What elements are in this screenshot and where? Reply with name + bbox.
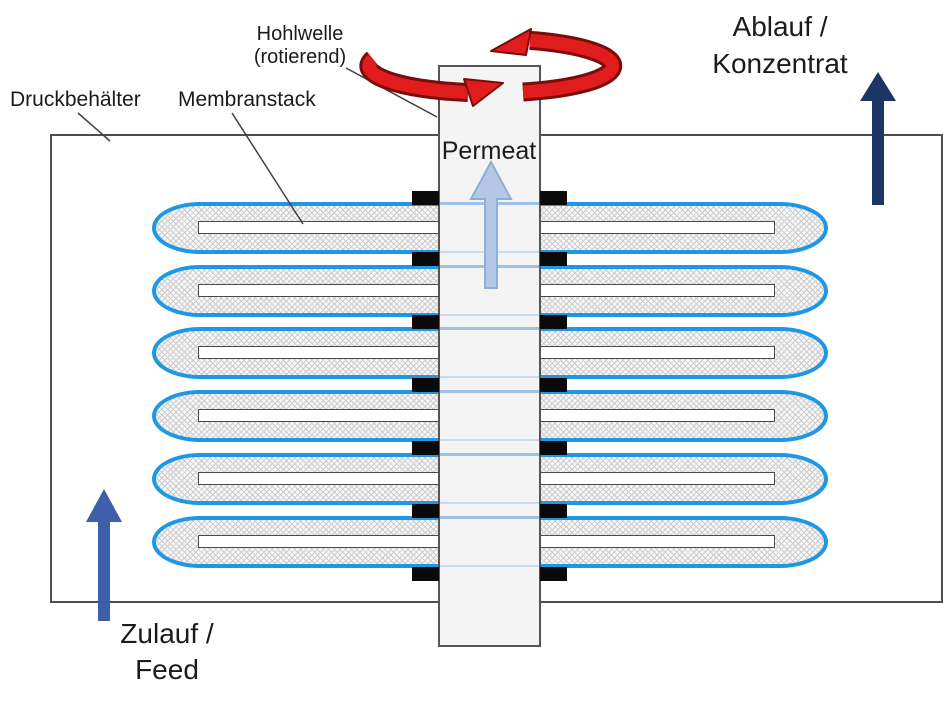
shaft-clamp (412, 252, 439, 266)
label-hollow-shaft: Hohlwelle (rotierend) (220, 23, 380, 69)
shaft-clamp (412, 441, 439, 455)
label-feed-line1: Zulauf / (120, 618, 214, 649)
label-membrane-stack: Membranstack (178, 88, 316, 111)
rotation-arrowhead-back (490, 28, 532, 56)
label-pressure-vessel: Druckbehälter (10, 88, 141, 111)
label-outlet-line1: Ablauf / (732, 11, 828, 42)
shaft-clamp (540, 252, 567, 266)
shaft-clamp (540, 504, 567, 518)
label-outlet-concentrate: Ablauf / Konzentrat (695, 8, 865, 82)
shaft-clamp (540, 191, 567, 205)
disk-edge-through-shaft (440, 376, 539, 378)
disk-edge-through-shaft (440, 390, 539, 393)
disk-edge-through-shaft (440, 202, 539, 205)
label-hollow-shaft-line2: (rotierend) (253, 46, 347, 68)
label-hollow-shaft-line1: Hohlwelle (256, 23, 344, 45)
shaft-clamp (540, 315, 567, 329)
label-feed-inlet: Zulauf / Feed (82, 616, 252, 688)
disk-edge-through-shaft (440, 565, 539, 567)
disk-edge-through-shaft (440, 502, 539, 504)
disk-edge-through-shaft (440, 439, 539, 441)
shaft-clamp (412, 315, 439, 329)
disk-edge-through-shaft (440, 327, 539, 330)
shaft-clamp (540, 441, 567, 455)
shaft-clamp (540, 378, 567, 392)
label-feed-line2: Feed (135, 654, 199, 685)
shaft-clamp (412, 378, 439, 392)
shaft-clamp (412, 567, 439, 581)
disk-edge-through-shaft (440, 265, 539, 268)
leader-line-hohlwelle (345, 67, 438, 118)
shaft-clamp (412, 504, 439, 518)
label-permeate: Permeat (441, 137, 537, 165)
shaft-clamp (540, 567, 567, 581)
disk-edge-through-shaft (440, 453, 539, 456)
disk-edge-through-shaft (440, 516, 539, 519)
disk-edge-through-shaft (440, 314, 539, 316)
label-outlet-line2: Konzentrat (712, 48, 848, 79)
disk-edge-through-shaft (440, 251, 539, 253)
shaft-clamp (412, 191, 439, 205)
